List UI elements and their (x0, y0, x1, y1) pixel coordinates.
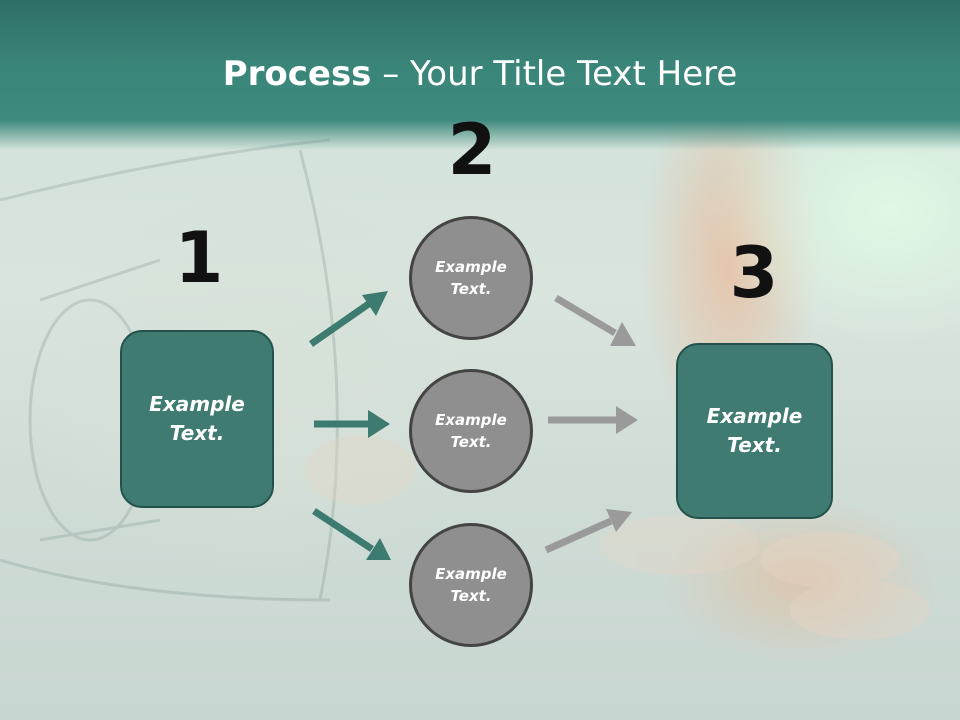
arrow-up-right-gray-icon (544, 509, 632, 554)
arrow-down-right-gray-icon (554, 294, 636, 346)
step-3-box: Example Text. (676, 343, 833, 519)
teal-arrows (309, 291, 391, 560)
arrow-right-icon (314, 410, 390, 438)
title-rest: – Your Title Text Here (371, 54, 738, 94)
step-number-1: 1 (174, 217, 224, 299)
step-1-box: Example Text. (120, 330, 274, 508)
node-circle-top: Example Text. (409, 216, 533, 340)
node-circle-bottom: Example Text. (409, 523, 533, 647)
title-bold: Process (222, 54, 372, 94)
arrow-up-right-icon (309, 291, 388, 347)
gray-arrows (544, 294, 638, 554)
slide-title: Process – Your Title Text Here (0, 54, 960, 94)
arrow-right-gray-icon (548, 406, 638, 434)
step-number-2: 2 (447, 109, 497, 191)
arrow-down-right-icon (312, 508, 391, 560)
node-circle-middle: Example Text. (409, 369, 533, 493)
step-number-3: 3 (729, 232, 779, 314)
title-bar (0, 0, 960, 150)
